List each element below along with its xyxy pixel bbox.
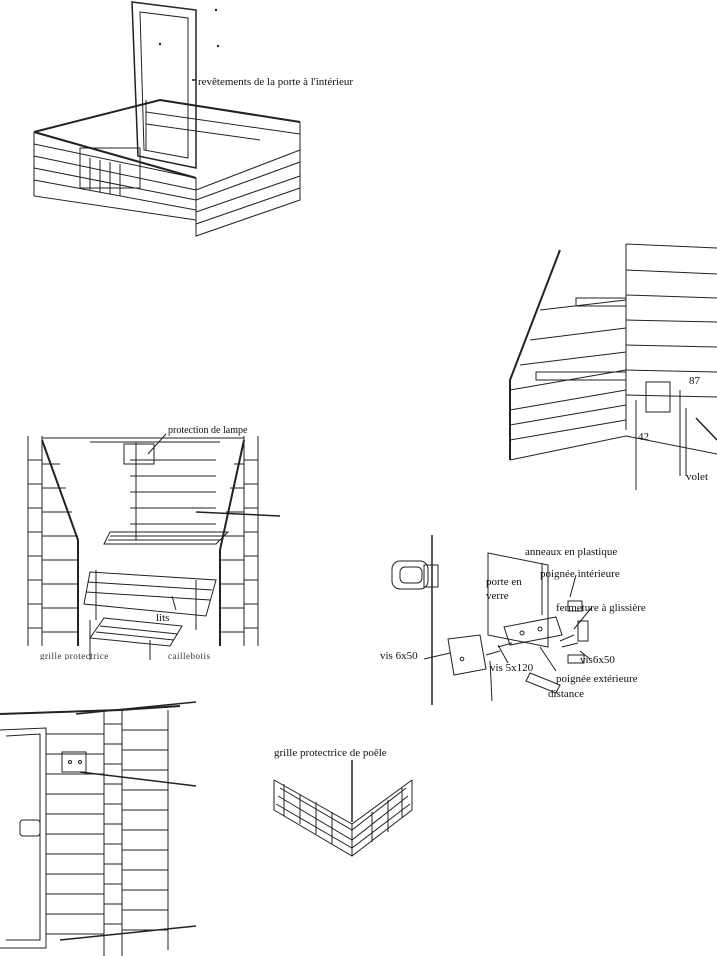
stove-guard-label: grille protectrice de poêle xyxy=(274,747,387,759)
dimension-42: 42 xyxy=(638,431,649,443)
exterior-corner-drawing xyxy=(0,701,197,956)
figure-corner-interior: 87 42 volet xyxy=(500,240,717,500)
figure-door-hardware: anneaux en plastique poignée intérieure … xyxy=(380,535,717,705)
screw-5x120-label: vis 5x120 xyxy=(490,662,534,674)
screw-right-label: vis6x50 xyxy=(580,654,615,666)
figure-exterior-corner xyxy=(0,700,200,956)
bottom-right-label: caillebotis xyxy=(168,651,211,661)
lits-label: lits xyxy=(156,612,170,624)
corner-interior-drawing xyxy=(509,243,717,490)
door-hardware-drawing xyxy=(391,535,593,705)
figure-cabin-interior: protection de lampe lits grille protectr… xyxy=(20,420,280,660)
figure-door-frame: revêtements de la porte à l'intérieur xyxy=(20,0,400,240)
sliding-lock-label: fermeture à glissière xyxy=(556,602,646,614)
stove-guard-drawing xyxy=(273,760,413,857)
volet-label: volet xyxy=(686,471,708,483)
lamp-protection-label: protection de lampe xyxy=(168,425,248,436)
bottom-left-label: grille protectrice xyxy=(40,651,109,661)
plastic-rings-label: anneaux en plastique xyxy=(525,546,618,558)
dimension-87: 87 xyxy=(689,375,700,387)
glass-door-label-1: porte en xyxy=(486,576,522,588)
screw-left-label: vis 6x50 xyxy=(380,650,418,662)
cabin-interior-drawing xyxy=(27,433,280,660)
door-lining-label: revêtements de la porte à l'intérieur xyxy=(198,76,353,88)
figure-stove-guard: grille protectrice de poêle xyxy=(260,740,430,880)
outer-handle-label: poignée extérieure xyxy=(556,673,638,685)
glass-door-label-2: verre xyxy=(486,590,509,602)
spacer-label: distance xyxy=(548,688,585,700)
inner-handle-label: poignée intérieure xyxy=(540,568,620,580)
door-frame-drawing xyxy=(33,1,301,237)
